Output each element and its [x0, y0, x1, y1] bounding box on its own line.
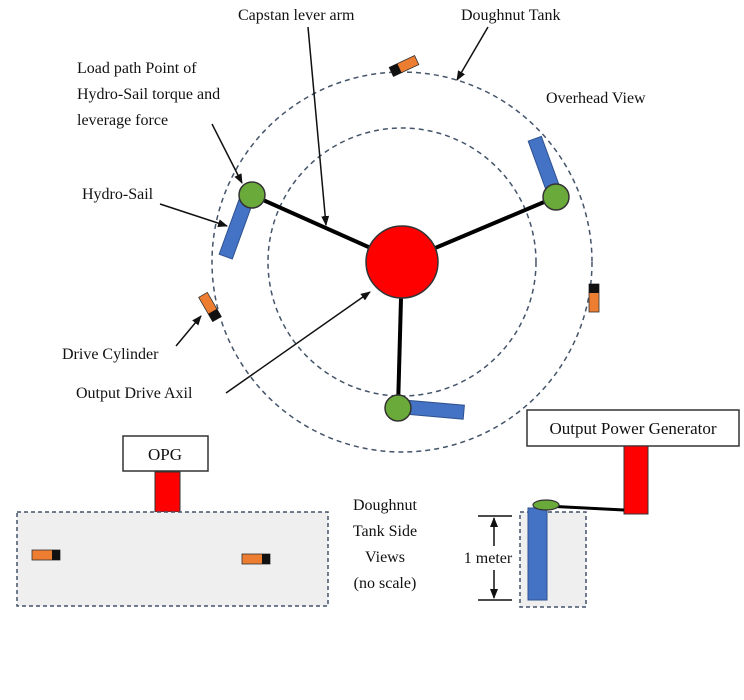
side-tank-left [16, 511, 329, 607]
label-load-path-2: Hydro-Sail torque and [77, 86, 220, 103]
label-drive-cylinder: Drive Cylinder [62, 346, 159, 363]
joint-bottom [384, 394, 412, 422]
output-power-generator-label: Output Power Generator [549, 419, 716, 438]
joint-left [238, 181, 266, 209]
generator-shaft [623, 445, 649, 515]
output-power-generator-box [526, 409, 740, 447]
label-load-path-1: Load path Point of [77, 60, 197, 77]
opg-shaft [154, 471, 181, 513]
side-cylinder-2 [241, 553, 271, 565]
label-load-path-3: leverage force [77, 112, 168, 129]
drive-cylinder-left [198, 291, 222, 323]
drive-cylinder-top [388, 55, 420, 77]
label-side-views-4: (no scale) [354, 575, 417, 592]
label-capstan-lever-arm: Capstan lever arm [238, 7, 355, 24]
label-hydro-sail: Hydro-Sail [82, 186, 154, 203]
opg-box [122, 435, 209, 472]
hydro-sail-bottom [402, 399, 465, 420]
arrow-output-axil [225, 291, 371, 394]
arrow-load-path [211, 123, 243, 184]
label-side-views-2: Tank Side [353, 523, 417, 540]
arrow-capstan [307, 26, 330, 226]
side-joint [532, 499, 560, 511]
side-hydro-sail [527, 507, 548, 601]
joint-right [542, 183, 570, 211]
label-overhead-view: Overhead View [546, 90, 646, 107]
arrow-hydrosail [159, 203, 228, 227]
label-side-views-3: Views [365, 549, 405, 566]
label-doughnut-tank: Doughnut Tank [461, 7, 560, 24]
output-drive-axil-hub [365, 225, 439, 299]
label-output-drive-axil: Output Drive Axil [76, 385, 193, 402]
drive-cylinder-right [588, 283, 600, 313]
label-side-views-1: Doughnut [353, 497, 418, 514]
side-cylinder-1 [31, 549, 61, 561]
label-one-meter: 1 meter [464, 550, 513, 567]
arrow-drive-cylinder [175, 315, 202, 347]
arrow-tank [456, 26, 489, 81]
opg-label: OPG [148, 445, 182, 464]
